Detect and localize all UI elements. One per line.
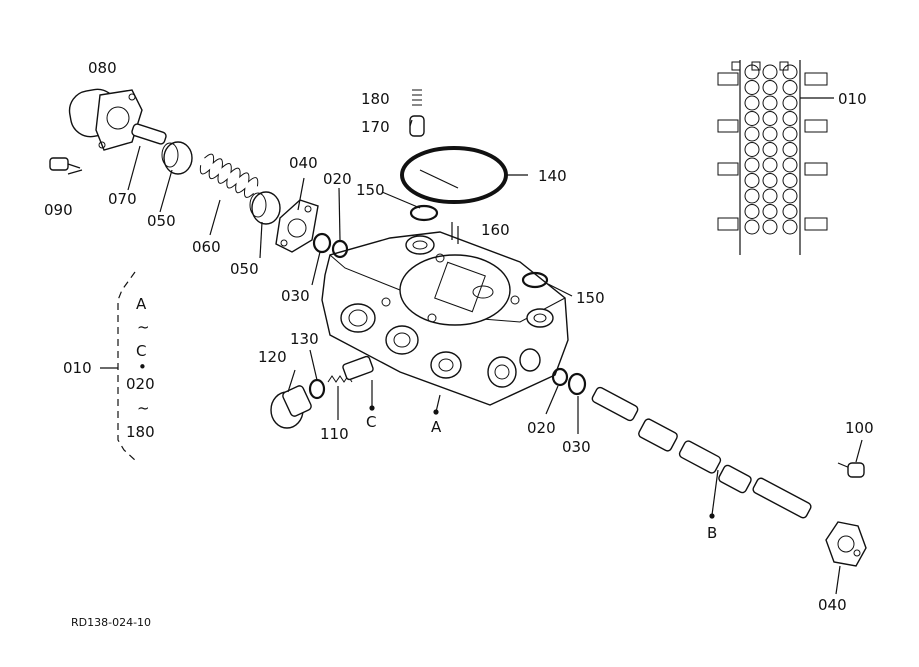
oring-020a <box>331 239 349 259</box>
point-c-dot <box>369 405 375 411</box>
label-110: 110 <box>320 425 349 443</box>
range-start: 020 <box>126 375 155 393</box>
range-end: 180 <box>126 423 155 441</box>
label-060: 060 <box>192 238 221 256</box>
label-point-c: C <box>366 413 376 431</box>
oring-130 <box>308 378 326 400</box>
range-tilde-1: ~ <box>137 318 150 336</box>
label-180: 180 <box>361 90 390 108</box>
inset-circle <box>744 157 760 173</box>
diagram-code: RD138-024-10 <box>71 616 151 629</box>
inset-circle <box>762 111 778 126</box>
spring-180 <box>412 89 422 106</box>
plug-170 <box>409 115 425 137</box>
inset-circle <box>782 111 798 126</box>
oring-140 <box>400 146 508 204</box>
label-090: 090 <box>44 201 73 219</box>
label-030b: 030 <box>562 438 591 456</box>
label-160: 160 <box>481 221 510 239</box>
bolt-100 <box>837 462 865 478</box>
inset-circle <box>744 204 760 219</box>
inset-circle <box>744 188 760 204</box>
label-point-b: B <box>707 524 717 542</box>
oring-150a <box>409 204 439 222</box>
inset-circle <box>782 142 798 157</box>
label-030a: 030 <box>281 287 310 305</box>
inset-circle <box>762 219 778 235</box>
inset-circle <box>762 173 778 188</box>
inset-circle <box>782 219 798 235</box>
inset-circle <box>762 188 778 204</box>
label-020b: 020 <box>527 419 556 437</box>
inset-circle <box>782 188 798 204</box>
inset-circle <box>744 219 760 235</box>
bolt-090 <box>49 157 81 171</box>
range-from: A <box>136 295 147 313</box>
plate-040b <box>825 521 867 567</box>
spool <box>591 386 812 519</box>
inset-circle <box>782 64 798 80</box>
inset-circle <box>744 95 760 111</box>
plug-120 <box>270 385 312 429</box>
inset-schematic <box>717 60 834 255</box>
label-050a: 050 <box>147 212 176 230</box>
label-010-inset: 010 <box>838 90 867 108</box>
inset-circle <box>744 173 760 188</box>
range-tilde-2: ~ <box>137 399 150 417</box>
pin-070 <box>131 123 167 145</box>
label-020a: 020 <box>323 170 352 188</box>
inset-circle <box>762 142 778 157</box>
label-170: 170 <box>361 118 390 136</box>
cap-080 <box>68 88 143 151</box>
inset-circle <box>744 64 760 80</box>
inset-circle <box>744 80 760 95</box>
inset-circle <box>744 126 760 142</box>
plate-040 <box>275 199 319 253</box>
label-040b: 040 <box>818 596 847 614</box>
label-040a: 040 <box>289 154 318 172</box>
inset-circle <box>762 204 778 219</box>
washer-030b <box>567 372 587 396</box>
label-140: 140 <box>538 167 567 185</box>
label-050b: 050 <box>230 260 259 278</box>
range-dot: • <box>138 358 147 376</box>
lower-parts <box>270 355 867 567</box>
inset-circle <box>782 157 798 173</box>
label-120: 120 <box>258 348 287 366</box>
inset-circle <box>782 173 798 188</box>
point-a-dot <box>433 409 439 415</box>
label-080: 080 <box>88 59 117 77</box>
oring-020b <box>551 367 569 387</box>
label-point-a: A <box>431 418 442 436</box>
inset-circle <box>762 95 778 111</box>
point-b-dot <box>709 513 715 519</box>
label-130: 130 <box>290 330 319 348</box>
label-070: 070 <box>108 190 137 208</box>
inset-circle <box>744 111 760 126</box>
spring-060 <box>199 153 259 198</box>
label-100: 100 <box>845 419 874 437</box>
seat-050a <box>161 141 193 175</box>
inset-circle <box>744 142 760 157</box>
valve-body <box>321 231 569 406</box>
inset-circle <box>762 64 778 80</box>
label-150a: 150 <box>356 181 385 199</box>
left-spring-assembly <box>49 88 349 259</box>
inset-circle <box>762 157 778 173</box>
label-010-range: 010 <box>63 359 92 377</box>
inset-circle <box>762 80 778 95</box>
inset-circle <box>782 95 798 111</box>
seat-050b <box>249 191 281 225</box>
label-150b: 150 <box>576 289 605 307</box>
range-bracket <box>100 271 138 463</box>
inset-circle <box>782 80 798 95</box>
leader-lines <box>67 119 863 595</box>
inset-circle <box>762 126 778 142</box>
range-to: C <box>136 342 146 360</box>
oring-150b <box>521 271 549 289</box>
inset-circle <box>782 126 798 142</box>
inset-circle <box>782 204 798 219</box>
washer-030a <box>312 232 332 254</box>
